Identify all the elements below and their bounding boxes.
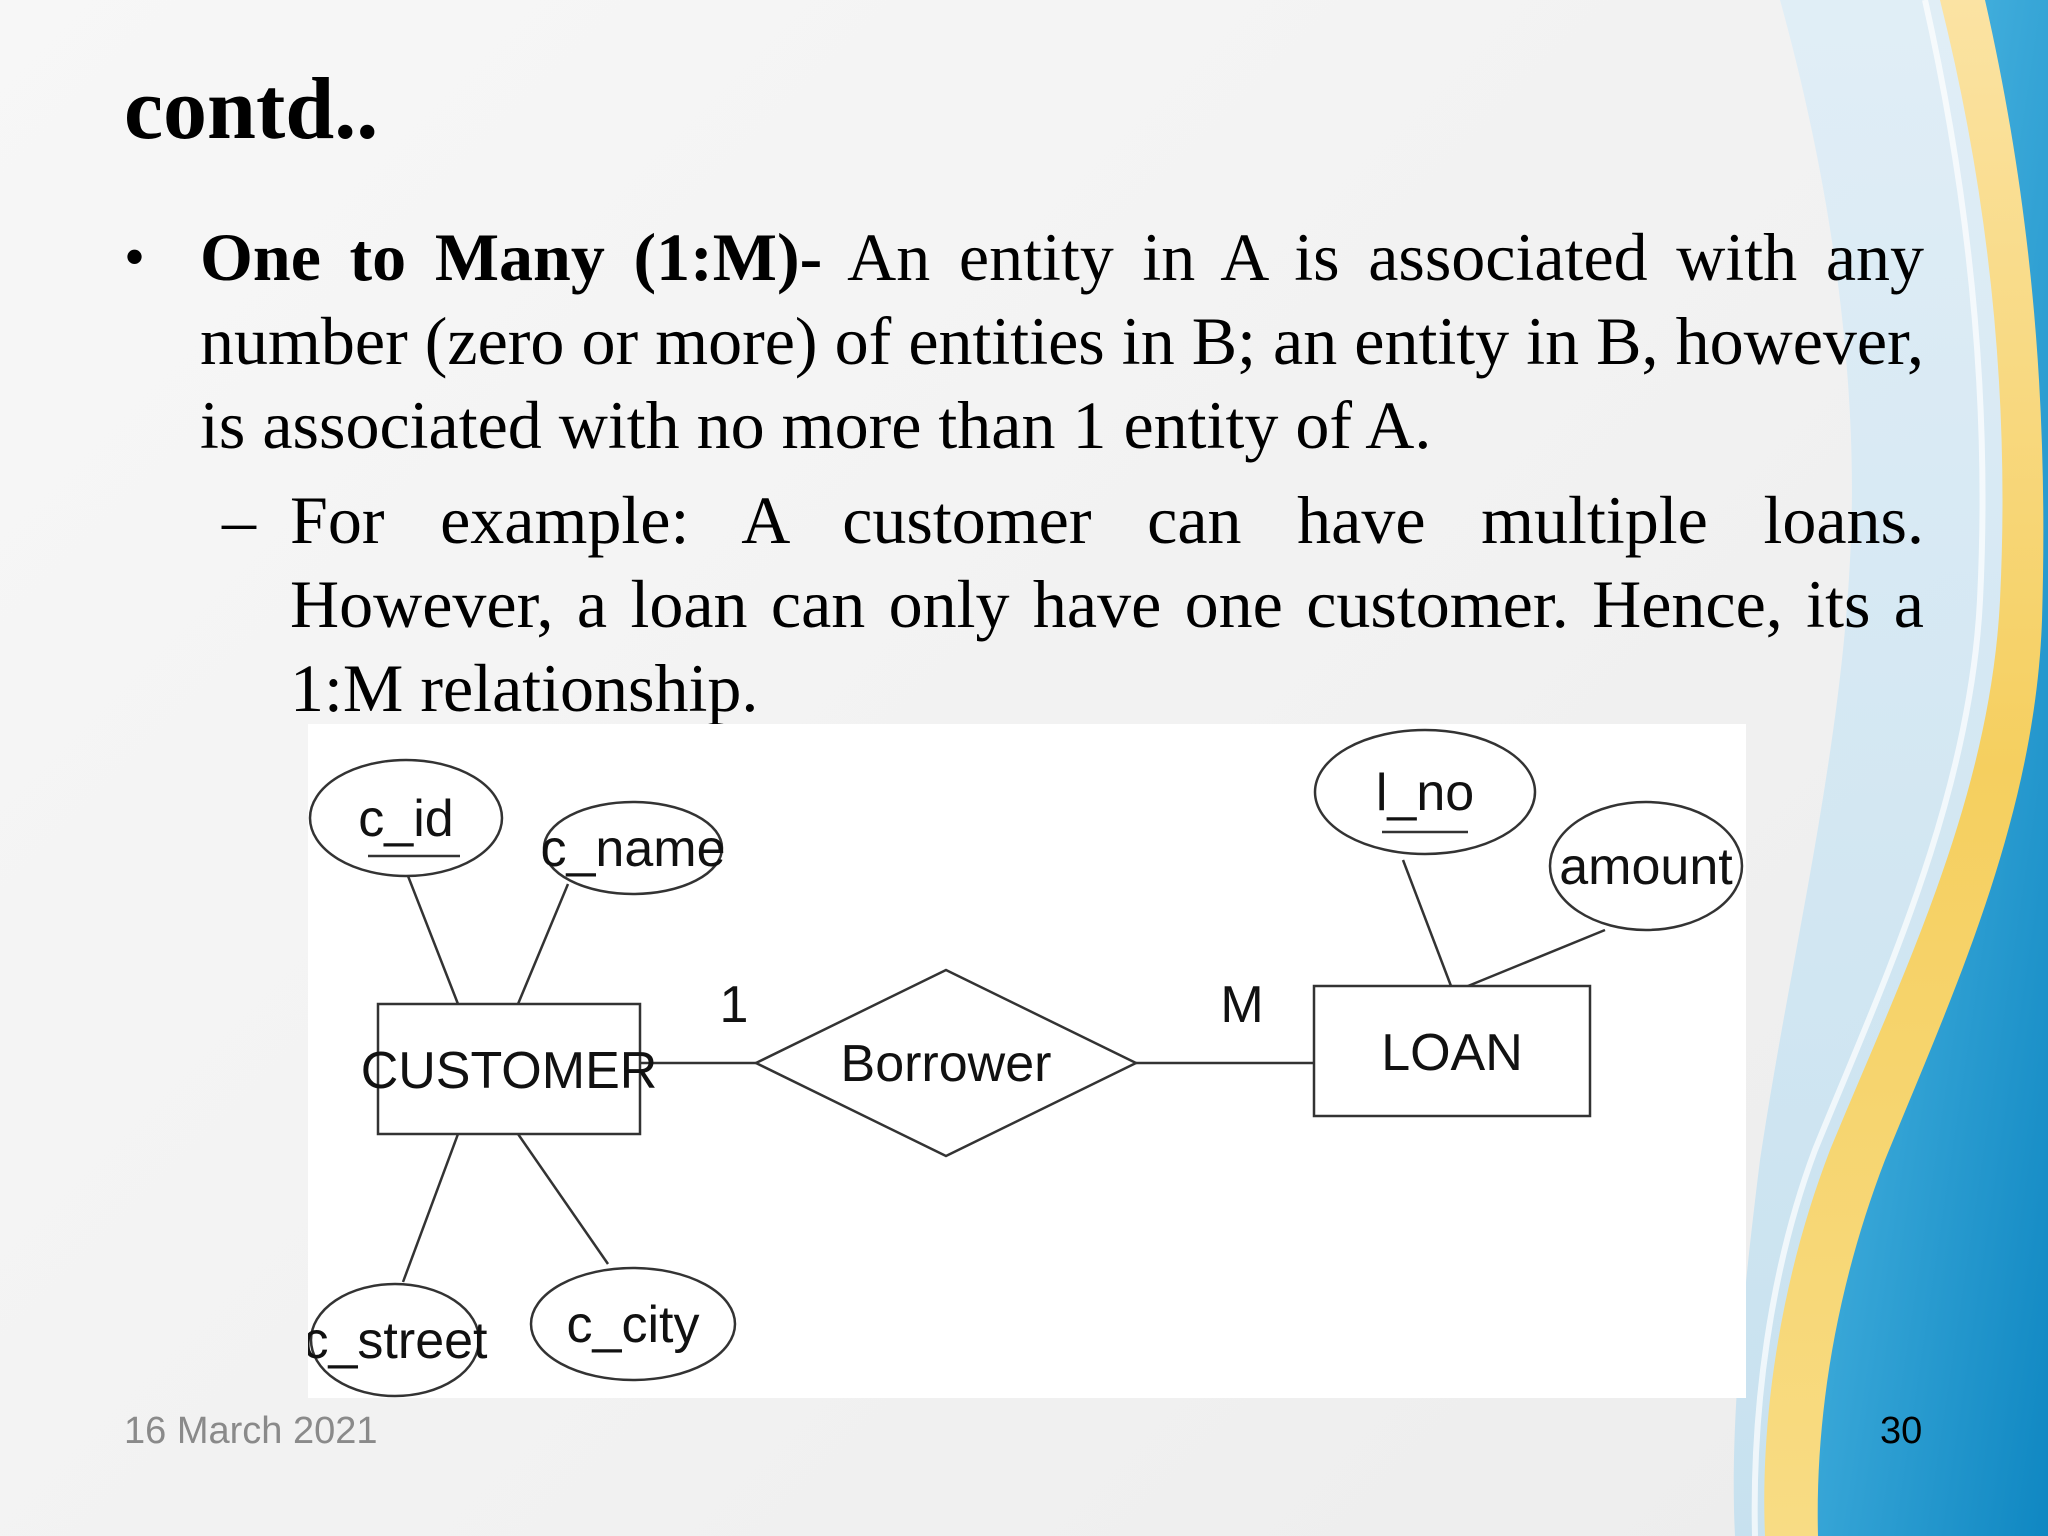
attribute-c_name-label: c_name	[541, 820, 726, 878]
er-diagram: CUSTOMER Borrower LOAN 1 M c_id c_name c…	[308, 724, 1746, 1398]
attribute-c_street-label: c_street	[308, 1312, 488, 1370]
sub-bullet-text: For example: A customer can have multipl…	[290, 482, 1924, 726]
entity-loan-box	[1312, 984, 1592, 1118]
attribute-l_no-ellipse	[1313, 728, 1537, 856]
entity-customer-box	[376, 1002, 642, 1136]
attribute-l_no-label: l_no	[1376, 764, 1474, 822]
attribute-c_city-label: c_city	[567, 1296, 700, 1354]
entity-loan-label: LOAN	[1381, 1024, 1523, 1082]
line-customer-c_city	[516, 1133, 610, 1265]
bullet-dot: •	[124, 224, 146, 290]
line-l_no-loan	[1401, 859, 1453, 987]
line-c_id-customer	[406, 875, 460, 1005]
relationship-borrower-diamond	[753, 968, 1139, 1158]
attribute-c_id-ellipse	[308, 758, 504, 878]
bullet-body: An entity in A is associated with any nu…	[200, 219, 1925, 463]
attribute-c_id-label: c_id	[358, 790, 453, 848]
bullet-text: One to Many (1:M)- An entity in A is ass…	[200, 215, 1924, 467]
attribute-c_city-ellipse	[529, 1266, 737, 1382]
entity-customer-label: CUSTOMER	[361, 1042, 658, 1100]
cardinality-one: 1	[720, 976, 749, 1034]
footer-page-number: 30	[1880, 1410, 1923, 1452]
slide-title: contd..	[124, 61, 379, 158]
attribute-c_street-ellipse	[309, 1282, 481, 1398]
footer-date: 16 March 2021	[124, 1410, 378, 1452]
attribute-c_name-ellipse	[542, 800, 724, 896]
relationship-borrower-label: Borrower	[841, 1035, 1052, 1093]
sub-bullet-dash: –	[222, 482, 256, 558]
line-customer-c_street	[401, 1133, 460, 1283]
cardinality-many: M	[1220, 976, 1263, 1034]
attribute-amount-ellipse	[1548, 800, 1744, 932]
line-c_name-customer	[516, 883, 570, 1005]
line-amount-loan	[1467, 928, 1606, 988]
er-diagram-svg: CUSTOMER Borrower LOAN 1 M c_id c_name c…	[308, 728, 1744, 1398]
attribute-amount-label: amount	[1559, 838, 1733, 896]
bullet-bold-lead: One to Many (1:M)-	[200, 219, 823, 295]
